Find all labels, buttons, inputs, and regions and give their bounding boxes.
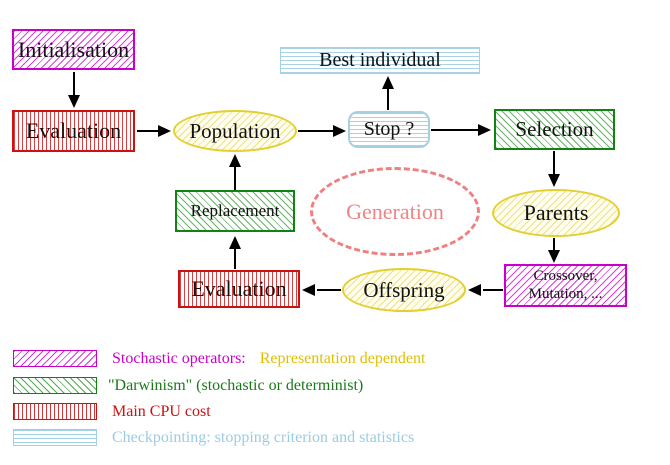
arrow-evaluation-to-population-head [158, 125, 171, 137]
arrow-initialisation-to-evaluation-head [68, 95, 80, 108]
node-stop: Stop ? [348, 111, 430, 148]
arrow-crossover-to-offspring-shaft [483, 289, 503, 291]
legend-swatch-stochastic-operators [13, 350, 97, 367]
arrow-offspring-to-evaluation-head [302, 284, 315, 296]
arrow-initialisation-to-evaluation-shaft [73, 72, 75, 96]
node-crossover-mutation: Crossover, Mutation, ... [504, 264, 627, 307]
node-generation: Generation [310, 167, 480, 256]
node-evaluation-bottom: Evaluation [178, 270, 300, 308]
arrow-stop-to-best-individual-head [382, 76, 394, 89]
arrow-replacement-to-population-shaft [234, 167, 236, 190]
arrow-crossover-to-offspring-head [468, 284, 481, 296]
arrow-stop-to-selection-shaft [431, 129, 478, 131]
node-stop-label: Stop ? [363, 118, 415, 140]
node-initialisation-label: Initialisation [17, 36, 130, 62]
legend-label-darwinism: "Darwinism" (stochastic or determinist) [108, 377, 364, 394]
arrow-stop-to-best-individual-shaft [387, 89, 389, 110]
node-population-label: Population [189, 118, 281, 143]
legend-label-representation-dependent: Representation dependent [259, 350, 426, 367]
arrow-evaluation-to-replacement-shaft [234, 249, 236, 269]
arrow-selection-to-parents-head [548, 174, 560, 187]
node-population: Population [173, 110, 297, 152]
legend-swatch-main-cpu-cost [13, 403, 97, 420]
arrow-evaluation-to-population-shaft [137, 130, 159, 132]
arrow-population-to-stop-shaft [298, 130, 334, 132]
node-parents-label: Parents [523, 200, 589, 225]
node-replacement-label: Replacement [190, 201, 280, 220]
arrow-population-to-stop-head [333, 125, 346, 137]
node-initialisation: Initialisation [12, 29, 135, 70]
arrow-parents-to-crossover-shaft [553, 238, 555, 251]
node-offspring: Offspring [342, 268, 466, 312]
legend-row-stochastic-operators: Stochastic operators: Representation depe… [112, 349, 425, 368]
node-replacement: Replacement [175, 190, 295, 232]
legend-swatch-darwinism [13, 377, 97, 394]
node-best-individual-label: Best individual [319, 49, 441, 71]
node-selection-label: Selection [515, 117, 594, 141]
legend-swatch-checkpointing [13, 429, 97, 446]
node-crossover-line1: Crossover, [533, 268, 598, 285]
arrow-parents-to-crossover-head [548, 250, 560, 263]
arrow-offspring-to-evaluation-shaft [317, 289, 341, 291]
legend-label-stochastic-operators: Stochastic operators: [112, 350, 246, 367]
node-parents: Parents [492, 189, 620, 237]
node-crossover-line2: Mutation, ... [528, 285, 603, 302]
node-evaluation-top: Evaluation [12, 110, 135, 152]
legend-label-main-cpu-cost: Main CPU cost [112, 403, 211, 420]
node-evaluation-bottom-label: Evaluation [191, 276, 287, 301]
arrow-replacement-to-population-head [229, 154, 241, 167]
arrow-evaluation-to-replacement-head [229, 236, 241, 249]
node-best-individual: Best individual [280, 47, 480, 74]
node-selection: Selection [494, 109, 615, 150]
node-offspring-label: Offspring [363, 277, 445, 302]
legend-label-checkpointing: Checkpointing: stopping criterion and st… [112, 429, 415, 446]
node-generation-label: Generation [346, 198, 444, 224]
arrow-stop-to-selection-head [478, 124, 491, 136]
node-evaluation-top-label: Evaluation [25, 118, 122, 143]
arrow-selection-to-parents-shaft [553, 151, 555, 174]
